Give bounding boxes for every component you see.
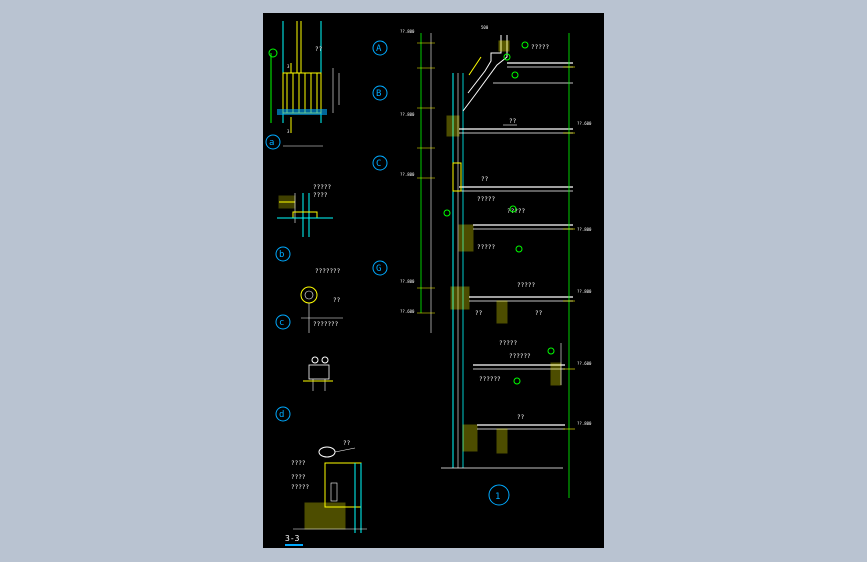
axis-bubble-C xyxy=(372,155,388,171)
axis-label-B: B xyxy=(376,89,381,99)
floor-2-note: ?? xyxy=(481,176,489,183)
section-number-bubble xyxy=(488,484,510,506)
floor-5-note-2: ?????? xyxy=(509,353,531,360)
section-3-3-note-3: ???? xyxy=(291,474,306,481)
right-elevation-1: ??.600 xyxy=(577,121,592,126)
floor-4-note-2: ?? xyxy=(475,310,483,317)
section-cut-mark-top: 3 xyxy=(287,64,290,69)
detail-marker-a-label: a xyxy=(269,138,274,148)
section-cut-mark-bottom: 3 xyxy=(287,129,290,134)
level-marker-2 xyxy=(509,205,517,213)
right-elevation-5: ??.800 xyxy=(577,421,592,426)
floor-5-note-3: ?????? xyxy=(479,376,501,383)
axis-bubble-A xyxy=(372,40,388,56)
detail-a-note: ?? xyxy=(315,46,323,53)
detail-c-note-2: ?? xyxy=(333,297,341,304)
detail-marker-b-label: b xyxy=(279,250,284,260)
right-elevation-4: ??.600 xyxy=(577,361,592,366)
floor-4-note: ????? xyxy=(517,282,535,289)
floor-5-note-1: ????? xyxy=(499,340,517,347)
detail-marker-a xyxy=(265,134,281,150)
detail-marker-b xyxy=(275,246,291,262)
floor-6-note: ?? xyxy=(517,414,525,421)
level-marker-3 xyxy=(515,245,523,253)
detail-a-drawing xyxy=(268,21,340,133)
axis-label-G: G xyxy=(376,264,381,274)
elevation-label-3: ??.800 xyxy=(400,172,415,177)
floor-1-note: ?? xyxy=(509,118,517,125)
section-3-3-note-2: ???? xyxy=(291,460,306,467)
floor-slab-6 xyxy=(462,424,565,454)
right-elevation-2: ??.800 xyxy=(577,227,592,232)
detail-c-note-3: ??????? xyxy=(313,321,339,328)
drawing-sheet: ?? 3 3 a ????? ???? b ??????? ?? ???????… xyxy=(263,13,604,548)
level-marker-6 xyxy=(443,209,451,217)
floor-slab-3 xyxy=(458,224,573,252)
elevation-label-5: ??.600 xyxy=(400,309,415,314)
detail-b-note-2: ???? xyxy=(313,192,328,199)
roof-dim: 500 xyxy=(481,25,489,30)
detail-c-note-1: ??????? xyxy=(315,268,341,275)
floor-4-note-3: ?? xyxy=(535,310,543,317)
detail-marker-d-label: d xyxy=(279,410,284,420)
section-3-3-title: 3-3 xyxy=(285,534,300,543)
level-marker-4 xyxy=(547,347,555,355)
floor-slab-5 xyxy=(473,343,565,386)
level-marker-5 xyxy=(513,377,521,385)
detail-marker-d xyxy=(275,406,291,422)
level-marker-1 xyxy=(511,71,519,79)
floor-slab-4 xyxy=(450,286,573,324)
elevation-label-1: ??.800 xyxy=(400,29,415,34)
detail-marker-c xyxy=(275,314,291,330)
floor-slab-1 xyxy=(446,115,573,137)
elevation-label-2: ??.800 xyxy=(400,112,415,117)
right-dimension-chain xyxy=(563,33,575,498)
floor-slab-2 xyxy=(452,162,573,192)
right-elevation-3: ??.800 xyxy=(577,289,592,294)
axis-bubble-B xyxy=(372,85,388,101)
detail-marker-c-label: c xyxy=(279,318,284,328)
floor-3-note-3: ????? xyxy=(477,244,495,251)
section-3-3-drawing xyxy=(293,446,367,533)
detail-c-drawing xyxy=(300,286,343,333)
detail-d-drawing xyxy=(303,356,333,391)
section-3-3-note-1: ?? xyxy=(343,440,351,447)
parapet-roof xyxy=(462,35,573,112)
roof-note: ????? xyxy=(531,44,549,51)
detail-b-drawing xyxy=(277,193,333,237)
elevation-label-4: ??.800 xyxy=(400,279,415,284)
axis-label-C: C xyxy=(376,159,381,169)
cad-drawing: ?? 3 3 a ????? ???? b ??????? ?? ???????… xyxy=(265,21,592,546)
left-dimension-chain xyxy=(417,33,435,333)
detail-b-note-1: ????? xyxy=(313,184,331,191)
section-number-label: 1 xyxy=(495,492,500,502)
floor-3-note-2: ????? xyxy=(507,208,525,215)
axis-label-A: A xyxy=(376,44,382,54)
floor-3-note-1: ????? xyxy=(477,196,495,203)
axis-bubble-G xyxy=(372,260,388,276)
section-3-3-note-4: ????? xyxy=(291,484,309,491)
